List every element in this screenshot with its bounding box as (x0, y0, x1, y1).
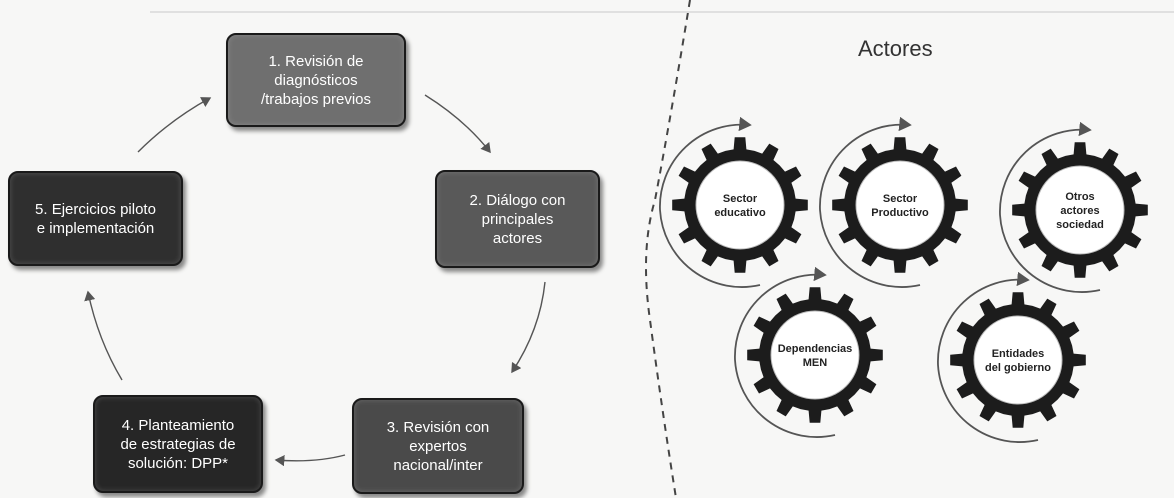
gear-label-line: Otros (1065, 191, 1094, 203)
arrow-step2-to-step3 (511, 281, 546, 374)
gear-label-line: Sector (723, 193, 758, 205)
gear-swoosh-arrow (734, 266, 836, 438)
step-4-planteamiento-estrategias[interactable]: 4. Planteamiento de estrategias de soluc… (93, 395, 263, 493)
gear-label-line: Dependencias (778, 343, 853, 355)
gear-label-line: Sector (883, 193, 918, 205)
gear-center (973, 315, 1063, 405)
gear-label-line: del gobierno (985, 362, 1051, 374)
gear-swoosh-arrow (999, 121, 1101, 293)
dashed-divider (645, 0, 691, 498)
gear-swoosh-arrow (937, 271, 1039, 443)
actors-title: Actores (858, 36, 933, 61)
gear-label-line: Entidades (992, 348, 1045, 360)
gear-entidades-gobierno: Entidades del gobierno (937, 271, 1086, 443)
arrow-step3-to-step4 (274, 454, 346, 467)
gear-center (695, 160, 785, 250)
gear-label-line: educativo (714, 207, 766, 219)
gear-label-line: actores (1060, 205, 1099, 217)
gear-label-line: MEN (803, 357, 828, 369)
gear-swoosh-arrow (659, 116, 761, 288)
gear-center (1035, 165, 1125, 255)
step-5-ejercicios-piloto[interactable]: 5. Ejercicios piloto e implementación (8, 171, 183, 266)
gear-otros-actores: Otros actores sociedad (999, 121, 1148, 293)
gear-swoosh-arrow (819, 116, 921, 288)
gear-sector-educativo: Sector educativo (659, 116, 808, 288)
gear-center (770, 310, 860, 400)
arrow-step5-to-step1 (137, 97, 212, 153)
arrow-step1-to-step2 (424, 94, 491, 154)
step-3-revision-expertos[interactable]: 3. Revisión con expertos nacional/inter (352, 398, 524, 494)
step-1-revision-diagnosticos[interactable]: 1. Revisión de diagnósticos /trabajos pr… (226, 33, 406, 127)
arrow-step4-to-step5 (84, 290, 123, 381)
gear-label-line: sociedad (1056, 219, 1104, 231)
gear-center (855, 160, 945, 250)
step-2-dialogo-actores[interactable]: 2. Diálogo con principales actores (435, 170, 600, 268)
gear-label-line: Productivo (871, 207, 929, 219)
